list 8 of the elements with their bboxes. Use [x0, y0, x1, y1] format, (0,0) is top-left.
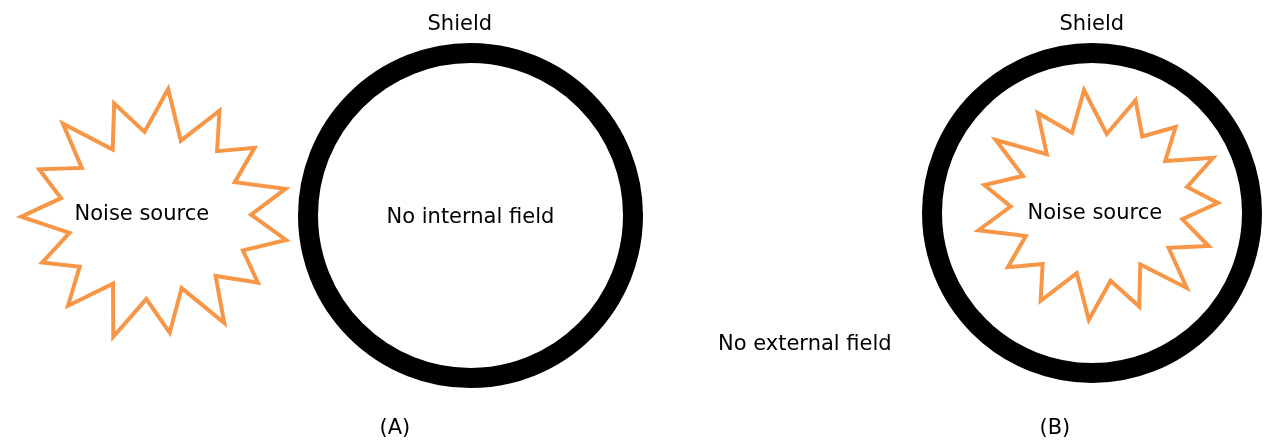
field-label: No internal field — [386, 202, 555, 229]
source-label: Noise source — [74, 200, 210, 226]
field-note: No external field — [718, 330, 892, 356]
shield-label: Shield — [427, 10, 493, 36]
panel-label: (B) — [1039, 414, 1071, 440]
panel-label: (A) — [379, 414, 411, 440]
shield-label: Shield — [1059, 10, 1125, 36]
source-label: Noise source — [1027, 199, 1163, 225]
